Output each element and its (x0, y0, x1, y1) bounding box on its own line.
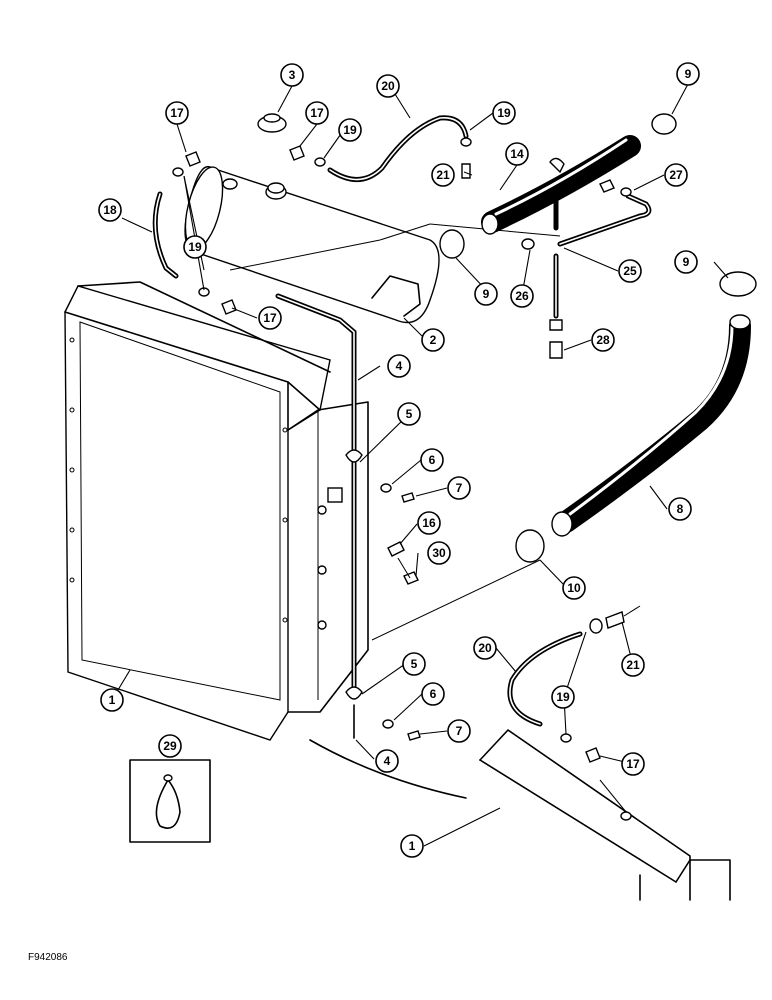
callout-5-b: 5 (402, 652, 426, 676)
svg-text:10: 10 (567, 581, 581, 595)
callout-21-a: 21 (431, 163, 455, 187)
svg-text:28: 28 (596, 333, 610, 347)
svg-text:17: 17 (263, 311, 277, 325)
svg-text:17: 17 (310, 106, 324, 120)
svg-text:25: 25 (623, 264, 637, 278)
svg-text:6: 6 (429, 453, 436, 467)
callout-4-a: 4 (387, 354, 411, 378)
svg-text:21: 21 (436, 168, 450, 182)
figure-code: F942086 (28, 952, 68, 963)
callout-9-a: 9 (676, 62, 700, 86)
svg-text:17: 17 (170, 106, 184, 120)
svg-text:14: 14 (510, 147, 524, 161)
callout-9-b: 9 (474, 282, 498, 306)
svg-text:7: 7 (456, 724, 463, 738)
callout-29: 29 (158, 734, 182, 758)
svg-text:5: 5 (411, 657, 418, 671)
callout-19-d: 19 (551, 685, 575, 709)
svg-text:19: 19 (343, 123, 357, 137)
vent-line-20-lower (507, 631, 583, 727)
callout-14: 14 (505, 142, 529, 166)
svg-text:21: 21 (626, 658, 640, 672)
callout-28: 28 (591, 328, 615, 352)
svg-text:27: 27 (669, 168, 683, 182)
lower-hose-8 (555, 315, 751, 533)
callout-4-b: 4 (375, 749, 399, 773)
svg-text:26: 26 (515, 289, 529, 303)
surge-tank (184, 166, 561, 324)
inset-clamp-29 (129, 759, 211, 843)
svg-text:2: 2 (430, 333, 437, 347)
callout-27: 27 (664, 163, 688, 187)
svg-text:1: 1 (109, 693, 116, 707)
callout-8: 8 (668, 497, 692, 521)
callout-3: 3 (280, 63, 304, 87)
svg-text:9: 9 (685, 67, 692, 81)
svg-text:7: 7 (456, 481, 463, 495)
svg-text:29: 29 (163, 739, 177, 753)
callout-5-a: 5 (397, 402, 421, 426)
callout-10: 10 (562, 576, 586, 600)
callout-17-d: 17 (621, 752, 645, 776)
callout-2: 2 (421, 328, 445, 352)
svg-text:9: 9 (483, 287, 490, 301)
callout-30: 30 (427, 541, 451, 565)
callout-16: 16 (417, 511, 441, 535)
callout-9-c: 9 (674, 250, 698, 274)
svg-text:5: 5 (406, 407, 413, 421)
radiator (64, 281, 421, 741)
svg-text:20: 20 (381, 79, 395, 93)
callout-21-b: 21 (621, 653, 645, 677)
callout-19-a: 19 (338, 118, 362, 142)
svg-text:4: 4 (396, 359, 403, 373)
svg-text:30: 30 (432, 546, 446, 560)
callout-19-c: 19 (183, 235, 207, 259)
callout-1-a: 1 (100, 688, 124, 712)
tube-25 (557, 193, 652, 247)
callout-6-b: 6 (421, 682, 445, 706)
upper-hose-14 (481, 135, 641, 233)
callout-20-a: 20 (376, 74, 400, 98)
callout-18: 18 (98, 198, 122, 222)
svg-text:4: 4 (384, 754, 391, 768)
radiator-lower-view (309, 729, 731, 901)
svg-text:6: 6 (430, 687, 437, 701)
radiator-cap (257, 113, 287, 133)
callouts: 3 17 17 19 20 19 21 14 9 27 18 19 17 2 9… (98, 62, 700, 858)
callout-19-b: 19 (492, 101, 516, 125)
svg-text:3: 3 (289, 68, 296, 82)
callout-20-b: 20 (473, 636, 497, 660)
callout-7-a: 7 (447, 476, 471, 500)
callout-17-b: 17 (305, 101, 329, 125)
vent-hose-18 (152, 191, 179, 279)
svg-text:18: 18 (103, 203, 117, 217)
svg-text:8: 8 (677, 502, 684, 516)
svg-text:1: 1 (409, 839, 416, 853)
callout-1-b: 1 (400, 834, 424, 858)
callout-25: 25 (618, 259, 642, 283)
callout-26: 26 (510, 284, 534, 308)
callout-7-b: 7 (447, 719, 471, 743)
svg-text:9: 9 (683, 255, 690, 269)
svg-text:19: 19 (497, 106, 511, 120)
svg-text:20: 20 (478, 641, 492, 655)
callout-17-c: 17 (258, 306, 282, 330)
svg-text:19: 19 (556, 690, 570, 704)
callout-17-a: 17 (165, 101, 189, 125)
callout-6-a: 6 (420, 448, 444, 472)
svg-text:17: 17 (626, 757, 640, 771)
svg-text:19: 19 (188, 240, 202, 254)
svg-text:16: 16 (422, 516, 436, 530)
